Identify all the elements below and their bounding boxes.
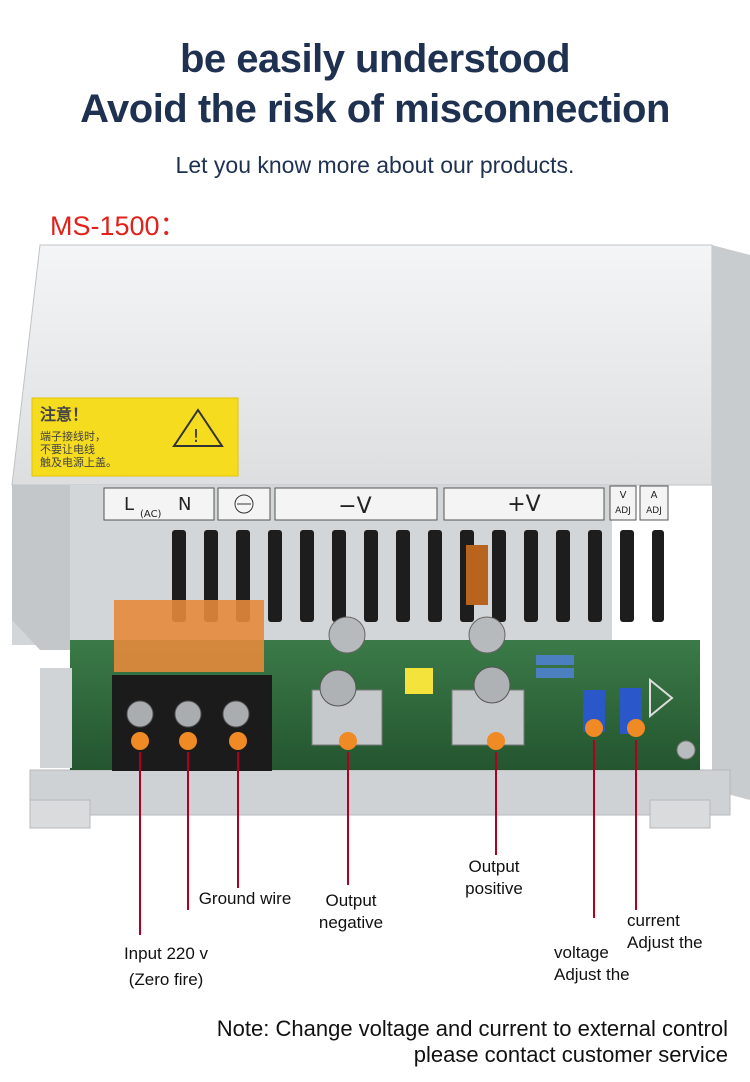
marker-current xyxy=(627,719,645,737)
marker-positive xyxy=(487,732,505,750)
connection-markers xyxy=(131,719,645,750)
dc-output-terminals xyxy=(311,616,525,746)
terminal-label-strip: L N (AC) −V +V V ADJ A ADJ xyxy=(103,485,669,521)
marker-voltage xyxy=(585,719,603,737)
leader-lines xyxy=(139,740,637,935)
terminal-label-positive: +V xyxy=(507,492,540,517)
marker-input-2 xyxy=(179,732,197,750)
callout-input: Input 220 v (Zero fire) xyxy=(112,943,220,991)
callout-input-line2: (Zero fire) xyxy=(128,970,204,989)
caution-triangle-icon xyxy=(172,408,224,447)
callout-negative-line2: negative xyxy=(318,913,384,932)
terminal-label-l: L xyxy=(124,494,134,515)
warning-line: 端子接线时， xyxy=(40,429,106,443)
callout-output-negative: Output negative xyxy=(308,890,394,934)
ac-terminal-block xyxy=(40,600,272,771)
terminal-label-v-adj-sub: ADJ xyxy=(615,506,631,516)
note-line-2: please contact customer service xyxy=(413,1042,728,1067)
headline-line-2: Avoid the risk of misconnection xyxy=(80,87,670,131)
callout-output-positive: Output positive xyxy=(454,856,534,900)
ground-symbol-icon xyxy=(234,494,254,514)
warning-title: 注意！ xyxy=(40,405,88,424)
svg-text:!: ! xyxy=(192,426,199,447)
callout-input-line1: Input 220 v xyxy=(123,944,209,963)
terminal-label-v-adj: V xyxy=(620,490,627,501)
marker-ground xyxy=(229,732,247,750)
callout-voltage: voltage Adjust the xyxy=(554,942,638,986)
headline-line-1: be easily understood xyxy=(179,37,571,81)
terminal-label-n: N xyxy=(178,494,191,515)
subtitle: Let you know more about our products. xyxy=(175,152,575,178)
callout-ground: Ground wire xyxy=(198,889,292,908)
terminal-label-a-adj: A xyxy=(651,490,658,501)
warning-line: 触及电源上盖。 xyxy=(40,455,117,469)
marker-input xyxy=(131,732,149,750)
warning-sticker: ! 注意！ 端子接线时， 不要让电线 触及电源上盖。 xyxy=(31,397,239,477)
callout-voltage-line1: voltage xyxy=(554,943,609,962)
note-line-1: Note: Change voltage and current to exte… xyxy=(216,1016,728,1041)
terminal-label-negative: −V xyxy=(338,494,371,519)
callout-current: current Adjust the xyxy=(627,910,727,954)
warning-line: 不要让电线 xyxy=(40,442,95,456)
callout-voltage-line2: Adjust the xyxy=(554,965,630,984)
callout-current-line1: current xyxy=(627,911,680,930)
callout-positive-line1: Output xyxy=(468,857,520,876)
callout-current-line2: Adjust the xyxy=(627,933,703,952)
callout-negative-line1: Output xyxy=(325,891,377,910)
marker-negative xyxy=(339,732,357,750)
callout-positive-line2: positive xyxy=(465,879,523,898)
terminal-label-a-adj-sub: ADJ xyxy=(646,506,662,516)
terminal-label-ac: (AC) xyxy=(140,509,162,520)
ventilation-slots xyxy=(172,530,664,622)
model-label: MS-1500： xyxy=(50,211,187,241)
